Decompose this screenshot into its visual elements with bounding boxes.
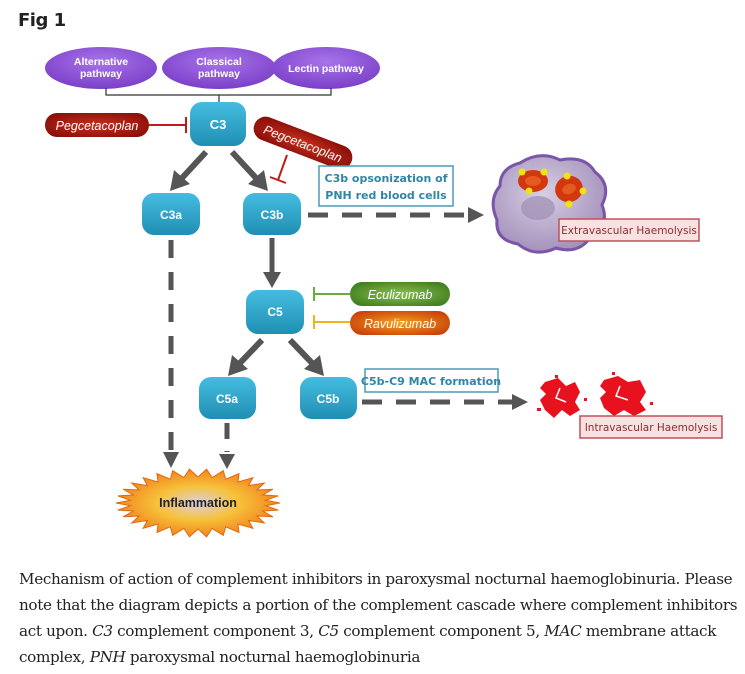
outcome-extravascular-label: Extravascular Haemolysis — [561, 225, 697, 237]
outcome-extravascular-haemolysis: Extravascular Haemolysis — [558, 218, 700, 242]
outcome-intravascular-haemolysis: Intravascular Haemolysis — [579, 415, 723, 439]
note-c3b-opsonization-line2: PNH red blood cells — [325, 189, 447, 202]
pathway-lectin-label: Lectin pathway — [288, 63, 364, 75]
node-c3a: C3a — [142, 193, 200, 235]
caption-def-c3: complement component 3, — [112, 622, 319, 641]
node-c5b: C5b — [300, 377, 357, 419]
arrow-c5-to-c5a — [228, 337, 265, 376]
caption-abbr-mac: MAC — [544, 622, 582, 641]
caption-abbr-c3: C3 — [92, 622, 113, 641]
node-c3: C3 — [190, 102, 246, 146]
arrow-c5-to-c5b — [287, 337, 324, 376]
node-c5-label: C5 — [267, 305, 283, 319]
arrow-c3-to-c3a — [170, 149, 209, 191]
pathway-bracket — [105, 88, 332, 102]
figure-label: Fig 1 — [18, 10, 66, 31]
arrow-c5a-to-inflammation — [219, 423, 235, 469]
node-c3a-label: C3a — [160, 208, 182, 222]
arrow-c3b-to-extravascular — [308, 207, 484, 223]
inflammation-burst: Inflammation — [115, 468, 281, 538]
caption-def-mac: membrane attack complex, — [19, 622, 717, 667]
inhibitor-pegcetacoplan-c3: Pegcetacoplan — [45, 113, 187, 137]
arrow-c3a-to-inflammation — [163, 240, 179, 468]
pathway-classical-line1: Classical — [196, 56, 242, 68]
node-c3b: C3b — [243, 193, 301, 235]
inhibitor-ravulizumab-label: Ravulizumab — [364, 317, 436, 331]
caption-def-c5: complement component 5, — [338, 622, 545, 641]
lysed-red-blood-cell-icon — [600, 372, 653, 416]
note-c3b-opsonization: C3b opsonization of PNH red blood cells — [318, 165, 454, 207]
node-c5: C5 — [246, 290, 304, 334]
caption-text: Mechanism of action of complement inhibi… — [19, 570, 738, 641]
caption-abbr-pnh: PNH — [89, 648, 126, 667]
red-blood-cell-icon — [518, 168, 548, 195]
note-mac-formation-label: C5b-C9 MAC formation — [361, 375, 501, 388]
pathway-alternative-line1: Alternative — [74, 56, 128, 68]
pathway-lectin: Lectin pathway — [272, 47, 380, 89]
figure-caption: Mechanism of action of complement inhibi… — [19, 566, 739, 670]
node-c5b-label: C5b — [317, 392, 340, 406]
note-mac-formation: C5b-C9 MAC formation — [361, 368, 501, 393]
lysed-red-blood-cell-icon — [537, 375, 587, 418]
arrow-c3b-to-c5 — [263, 238, 281, 288]
inflammation-label: Inflammation — [159, 496, 237, 510]
complement-cascade-diagram: Alternative pathway Classical pathway Le… — [45, 47, 723, 538]
inhibitor-eculizumab: Eculizumab — [313, 282, 450, 306]
red-blood-cell-icon — [555, 172, 587, 208]
note-c3b-opsonization-line1: C3b opsonization of — [325, 172, 448, 185]
inhibitor-pegcetacoplan-c3-label: Pegcetacoplan — [56, 119, 139, 133]
inhibitor-ravulizumab: Ravulizumab — [313, 311, 450, 335]
node-c5a-label: C5a — [216, 392, 238, 406]
pathway-alternative: Alternative pathway — [45, 47, 157, 89]
pathway-alternative-line2: pathway — [80, 68, 122, 80]
arrow-c3-to-c3b — [229, 149, 268, 191]
node-c3b-label: C3b — [261, 208, 284, 222]
arrow-c5b-to-intravascular — [362, 394, 528, 410]
node-c5a: C5a — [199, 377, 256, 419]
node-c3-label: C3 — [210, 117, 227, 132]
pathway-classical: Classical pathway — [162, 47, 276, 89]
caption-def-pnh: paroxysmal nocturnal haemoglobinuria — [125, 648, 421, 667]
inhibitor-eculizumab-label: Eculizumab — [368, 288, 433, 302]
caption-abbr-c5: C5 — [318, 622, 339, 641]
outcome-intravascular-label: Intravascular Haemolysis — [585, 422, 718, 434]
pathway-classical-line2: pathway — [198, 68, 240, 80]
